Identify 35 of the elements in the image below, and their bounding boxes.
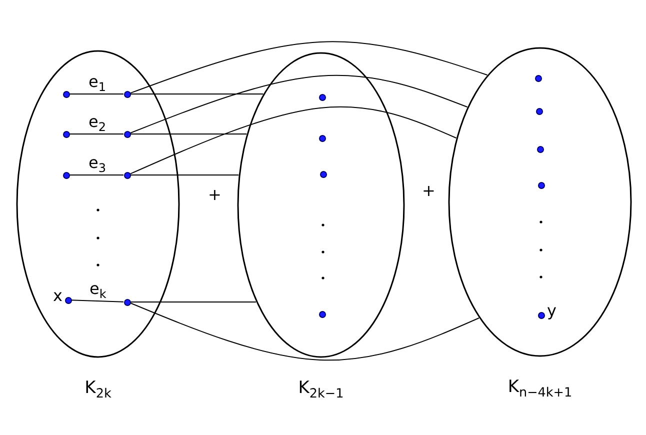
vertex-dot xyxy=(64,296,72,304)
vertex-dot xyxy=(318,310,326,318)
edge-line xyxy=(130,302,480,361)
edge-line xyxy=(130,174,240,176)
edge-line xyxy=(69,174,124,176)
edge-label: e$_{3}$ xyxy=(88,155,106,176)
edge-line xyxy=(130,106,457,174)
edge-line xyxy=(130,74,468,134)
vertex-dot xyxy=(320,170,326,178)
operator-label: + xyxy=(422,183,436,199)
vertex-dot xyxy=(62,90,70,98)
vertex-label: x xyxy=(53,288,62,304)
set-label: K$_{2k}$ xyxy=(84,378,112,402)
edge-label: e$_{k}$ xyxy=(90,281,106,302)
edge-line xyxy=(71,300,124,302)
edge-line xyxy=(130,41,488,94)
vertex-dot xyxy=(124,130,130,138)
vertex-dot xyxy=(534,74,542,82)
vertex-dot xyxy=(124,298,130,306)
vertex-dot xyxy=(62,172,70,178)
set-label: K$_{n−4k+1}$ xyxy=(506,377,574,400)
edge-label: e$_{1}$ xyxy=(88,74,106,96)
set-label: K$_{2k−1}$ xyxy=(297,378,345,402)
vertex-dot xyxy=(124,90,130,98)
vertex-dot xyxy=(538,182,544,188)
vertex-dot xyxy=(536,108,542,114)
operator-label: + xyxy=(208,187,222,203)
vertex-dot xyxy=(124,172,130,178)
vertex-dot xyxy=(536,146,544,152)
vertex-dot xyxy=(538,312,544,318)
edge-label: e$_{2}$ xyxy=(88,114,106,136)
vertex-label: y xyxy=(547,303,556,319)
vertex-dot xyxy=(62,130,70,138)
vertex-dot xyxy=(318,94,326,100)
vertex-dot xyxy=(318,134,326,142)
